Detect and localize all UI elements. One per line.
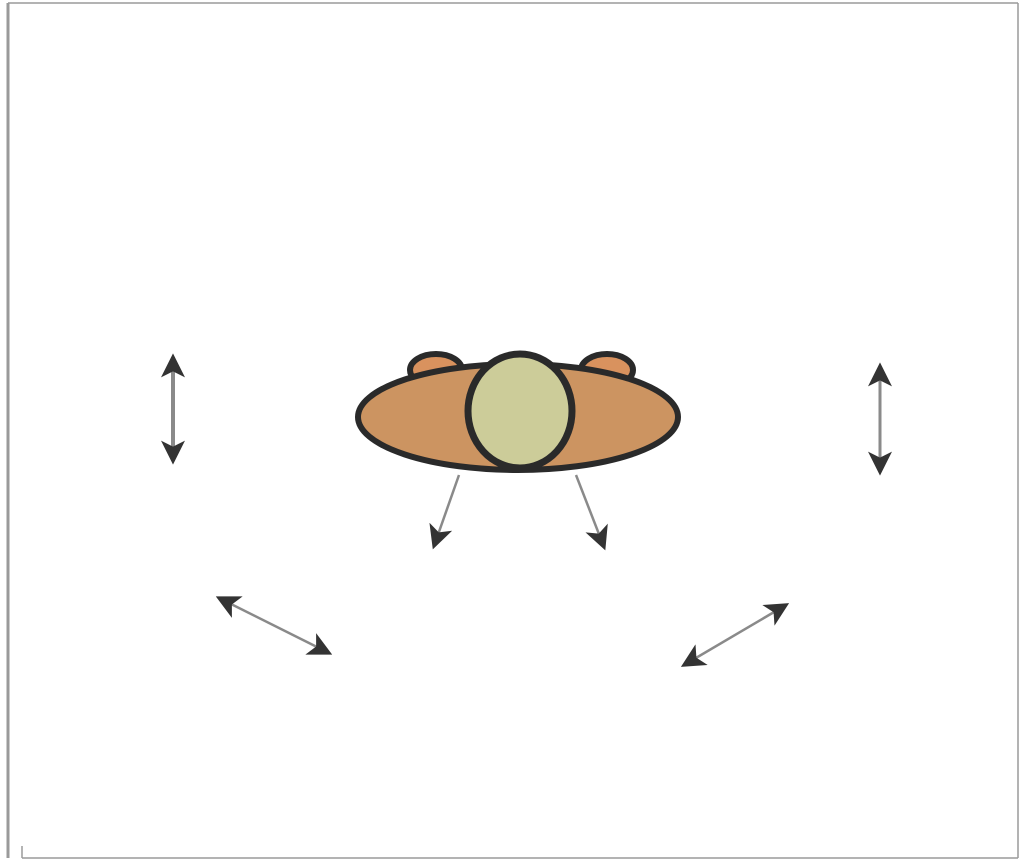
center-oval — [464, 350, 576, 472]
center-left-down-arrow — [429, 474, 461, 550]
lower-left-diagonal-double-arrow — [215, 596, 333, 655]
top-view-figure — [355, 350, 681, 473]
lower-right-diagonal-double-arrow — [680, 603, 790, 667]
center-right-down-arrow — [574, 474, 608, 551]
movement-arrows — [161, 353, 892, 667]
